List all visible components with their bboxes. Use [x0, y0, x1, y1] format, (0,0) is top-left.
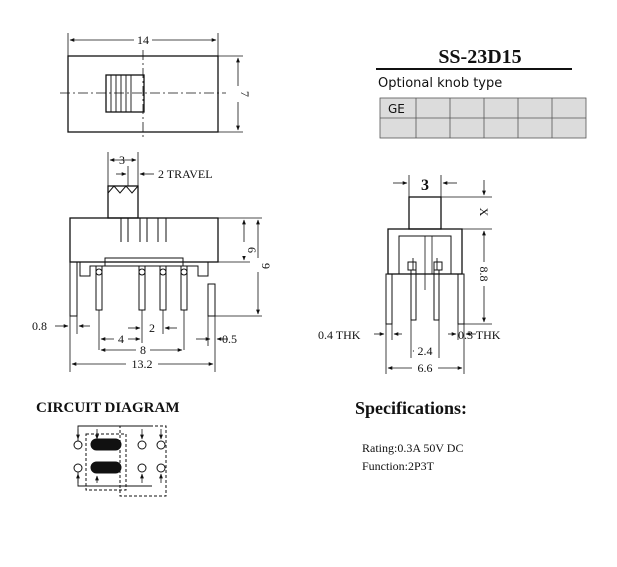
part-number-title: SS-23D15	[438, 46, 521, 68]
leg-thickness-0-4-label: 0.4 THK	[318, 328, 361, 342]
side-view-leg-left	[385, 273, 393, 325]
pitch-8-label: 8	[140, 343, 146, 357]
top-view-height-label: 7	[238, 91, 252, 97]
top-view-knob	[105, 74, 145, 113]
side-view-actuator	[408, 196, 442, 230]
leg-width-0-8-label: 0.8	[32, 319, 47, 333]
height-8-8-label: 8.8	[477, 267, 491, 282]
leg-thickness-0-3-label: 0.3 THK	[458, 328, 501, 342]
circuit-contact-bar-top	[90, 438, 122, 451]
total-width-6-6-label: 6.6	[418, 361, 433, 375]
x-dimension-label: X	[477, 208, 491, 217]
top-view-width-label: 14	[137, 33, 149, 47]
side-knob-width-label: 3	[421, 177, 429, 194]
front-view-body	[69, 217, 219, 263]
height-6-label: 6	[245, 247, 259, 253]
front-view-mount-leg-left	[69, 261, 78, 317]
circuit-contact-bar-bottom	[90, 461, 122, 474]
specifications-heading: Specifications:	[355, 398, 467, 418]
circuit-diagram	[73, 425, 167, 497]
circuit-position-right	[119, 425, 167, 497]
side-view	[374, 175, 492, 374]
knob-type-table	[379, 97, 587, 139]
pitch-2-4-label: 2.4	[418, 344, 433, 358]
pitch-4-label: 4	[118, 332, 124, 346]
knob-type-cell-ge: GE	[388, 102, 405, 116]
total-width-13-2-label: 13.2	[132, 357, 153, 371]
circuit-position-left	[85, 433, 127, 491]
pitch-2-label: 2	[149, 321, 155, 335]
spec-function: Function:2P3T	[362, 459, 435, 473]
leg-width-0-5-label: 0.5	[222, 332, 237, 346]
height-9-label: 9	[259, 263, 273, 269]
travel-label: 2 TRAVEL	[158, 167, 213, 181]
knob-width-label: 3	[119, 153, 125, 167]
spec-rating: Rating:0.3A 50V DC	[362, 441, 463, 455]
top-view	[60, 33, 243, 138]
knob-type-heading: Optional knob type	[378, 76, 502, 91]
front-view-mount-leg-right	[207, 283, 216, 317]
circuit-diagram-heading: CIRCUIT DIAGRAM	[36, 400, 179, 416]
side-view-leg-right	[457, 273, 465, 325]
